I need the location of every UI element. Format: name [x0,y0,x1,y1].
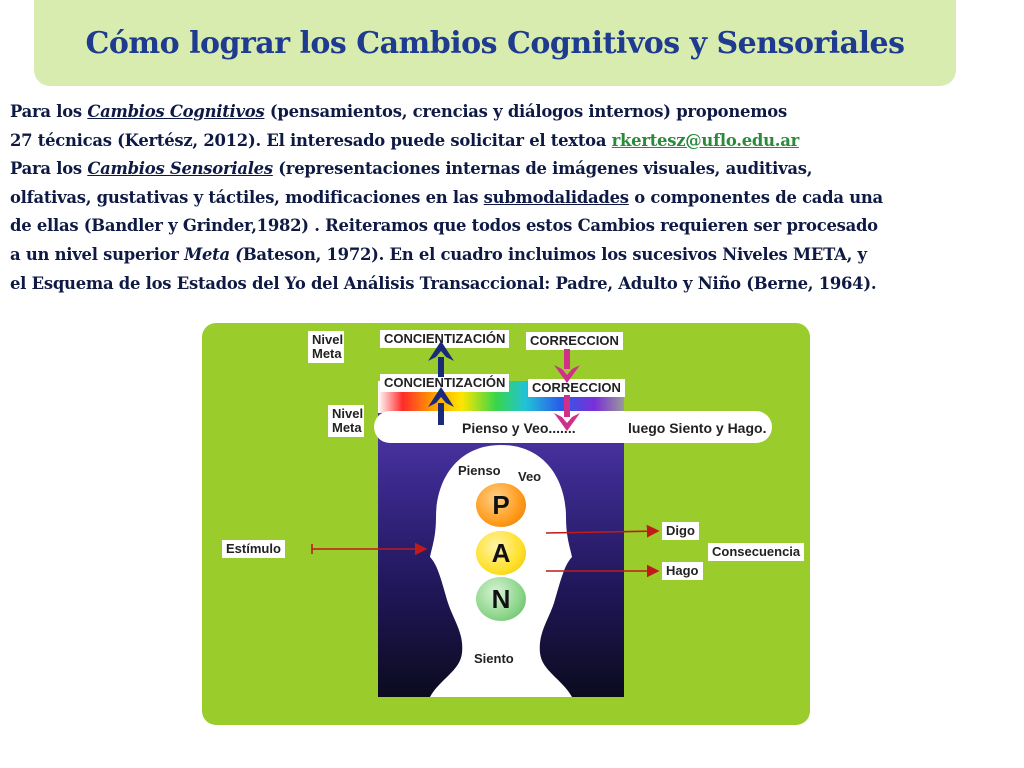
veo-label: Veo [518,469,542,484]
concientizacion-label-2: CONCIENTIZACIÓN [380,374,510,392]
body-line-3: Para los Cambios Sensoriales (representa… [10,155,1014,184]
hago-label: Hago [662,562,703,580]
circle-letter: A [491,537,511,568]
text-span: a un nivel superior [10,244,185,264]
siento-label: Siento [474,651,514,666]
cambios-sensoriales-term: Cambios Sensoriales [87,159,273,179]
concientizacion-label-1: CONCIENTIZACIÓN [380,330,510,348]
nino-circle: N [476,577,526,621]
estimulo-label: Estímulo [222,540,285,558]
pan-diagram: Pienso y Veo....... luego Siento y Hago.… [202,323,810,725]
text-span: olfativas, gustativas y táctiles, modifi… [10,187,484,207]
circle-letter: N [491,583,511,614]
text-span: (representaciones internas de imágenes v… [272,159,813,179]
text-span: Para los [10,159,88,179]
nivel-meta-label-2: Nivel Meta [328,405,364,437]
digo-label: Digo [662,522,699,540]
meta-term: Meta ( [184,244,243,264]
submodalidades-term: submodalidades [483,187,629,207]
down-arrow-icon [554,349,580,383]
body-line-4: olfativas, gustativas y táctiles, modifi… [10,184,1014,213]
luego-siento-label: luego Siento y Hago. [628,420,767,436]
text-span: o componentes de cada una [628,187,883,207]
cambios-cognitivos-term: Cambios Cognitivos [87,102,265,121]
text-span: 27 técnicas (Kertész, 2012). El interesa… [10,130,612,150]
pienso-y-veo-label: Pienso y Veo....... [462,420,576,436]
body-line-1: Para los Cambios Cognitivos (pensamiento… [10,98,1014,127]
body-line-5: de ellas (Bandler y Grinder,1982) . Reit… [10,216,878,236]
title-banner: Cómo lograr los Cambios Cognitivos y Sen… [34,0,956,86]
consecuencia-label: Consecuencia [708,543,805,561]
nivel-meta-label-1: Nivel Meta [308,331,344,363]
body-line-7: el Esquema de los Estados del Yo del Aná… [10,273,877,293]
pienso-label: Pienso [458,463,501,478]
body-paragraph: Para los Cambios Cognitivos (pensamiento… [10,98,1014,298]
page-title: Cómo lograr los Cambios Cognitivos y Sen… [85,25,905,61]
correccion-label-1: CORRECCION [526,332,623,350]
circle-letter: P [492,489,510,520]
text-span: Bateson, 1972). En el cuadro incluimos l… [242,244,867,264]
correccion-label-2: CORRECCION [528,379,625,397]
email-link[interactable]: rkertesz@uflo.edu.ar [611,130,800,150]
padre-circle: P [476,483,526,527]
body-line-6: a un nivel superior Meta (Bateson, 1972)… [10,241,1014,270]
text-span: (pensamientos, crencias y diálogos inter… [264,102,787,121]
adulto-circle: A [476,531,526,575]
body-line-2: 27 técnicas (Kertész, 2012). El interesa… [10,127,1014,156]
thought-cloud: Pienso y Veo....... luego Siento y Hago. [374,411,772,443]
text-span: Para los [10,102,88,121]
